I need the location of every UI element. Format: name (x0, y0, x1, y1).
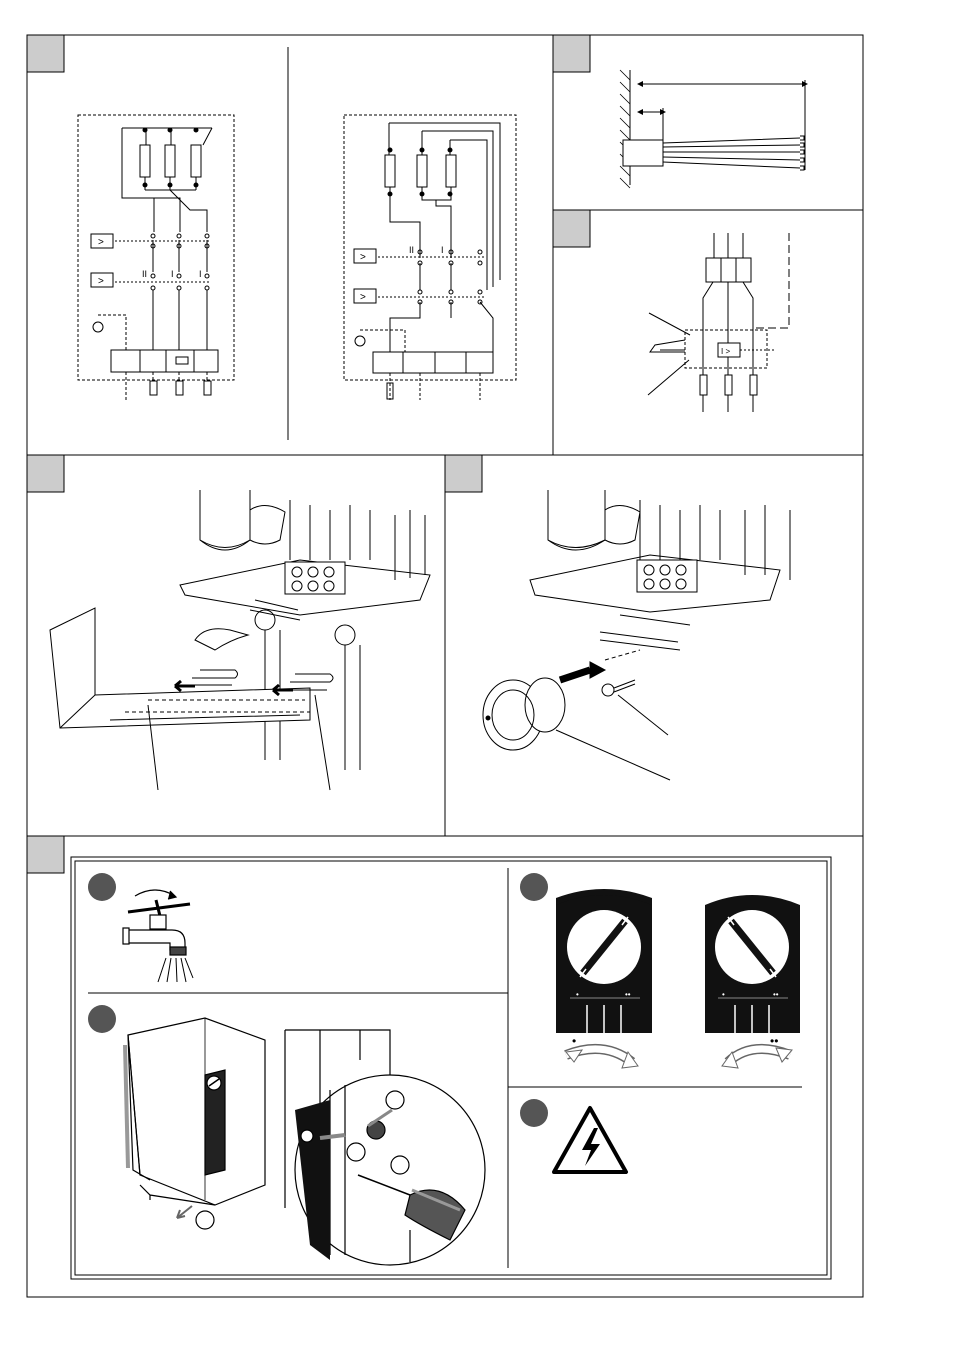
dial-mark: • (576, 990, 579, 999)
panel-number-box (553, 35, 590, 72)
dial-arrow-label: •• (770, 1034, 778, 1048)
rcd-symbol: I > (721, 347, 730, 356)
step-marker (88, 1005, 116, 1033)
panel-number-box (27, 35, 64, 72)
dial-arrow-label: • (572, 1034, 576, 1048)
switch-label: II (142, 269, 147, 279)
panel-number-box (553, 210, 590, 247)
step-marker (88, 873, 116, 901)
limiter-symbol: > (360, 252, 366, 263)
dial-mark: •• (773, 990, 779, 999)
dial-mark: •• (625, 990, 631, 999)
switch-label: I (441, 245, 444, 255)
limiter-symbol: > (98, 237, 104, 248)
stb-symbol: > (98, 276, 104, 287)
step-marker (520, 1099, 548, 1127)
dial-mark: • (722, 990, 725, 999)
panel-number-box (445, 455, 482, 492)
switch-label: I (171, 269, 174, 279)
panel-number-box (27, 455, 64, 492)
switch-label: II (409, 245, 414, 255)
step-marker (520, 873, 548, 901)
panel-number-box (27, 836, 64, 873)
switch-label: I (199, 269, 202, 279)
stb-symbol: > (360, 292, 366, 303)
